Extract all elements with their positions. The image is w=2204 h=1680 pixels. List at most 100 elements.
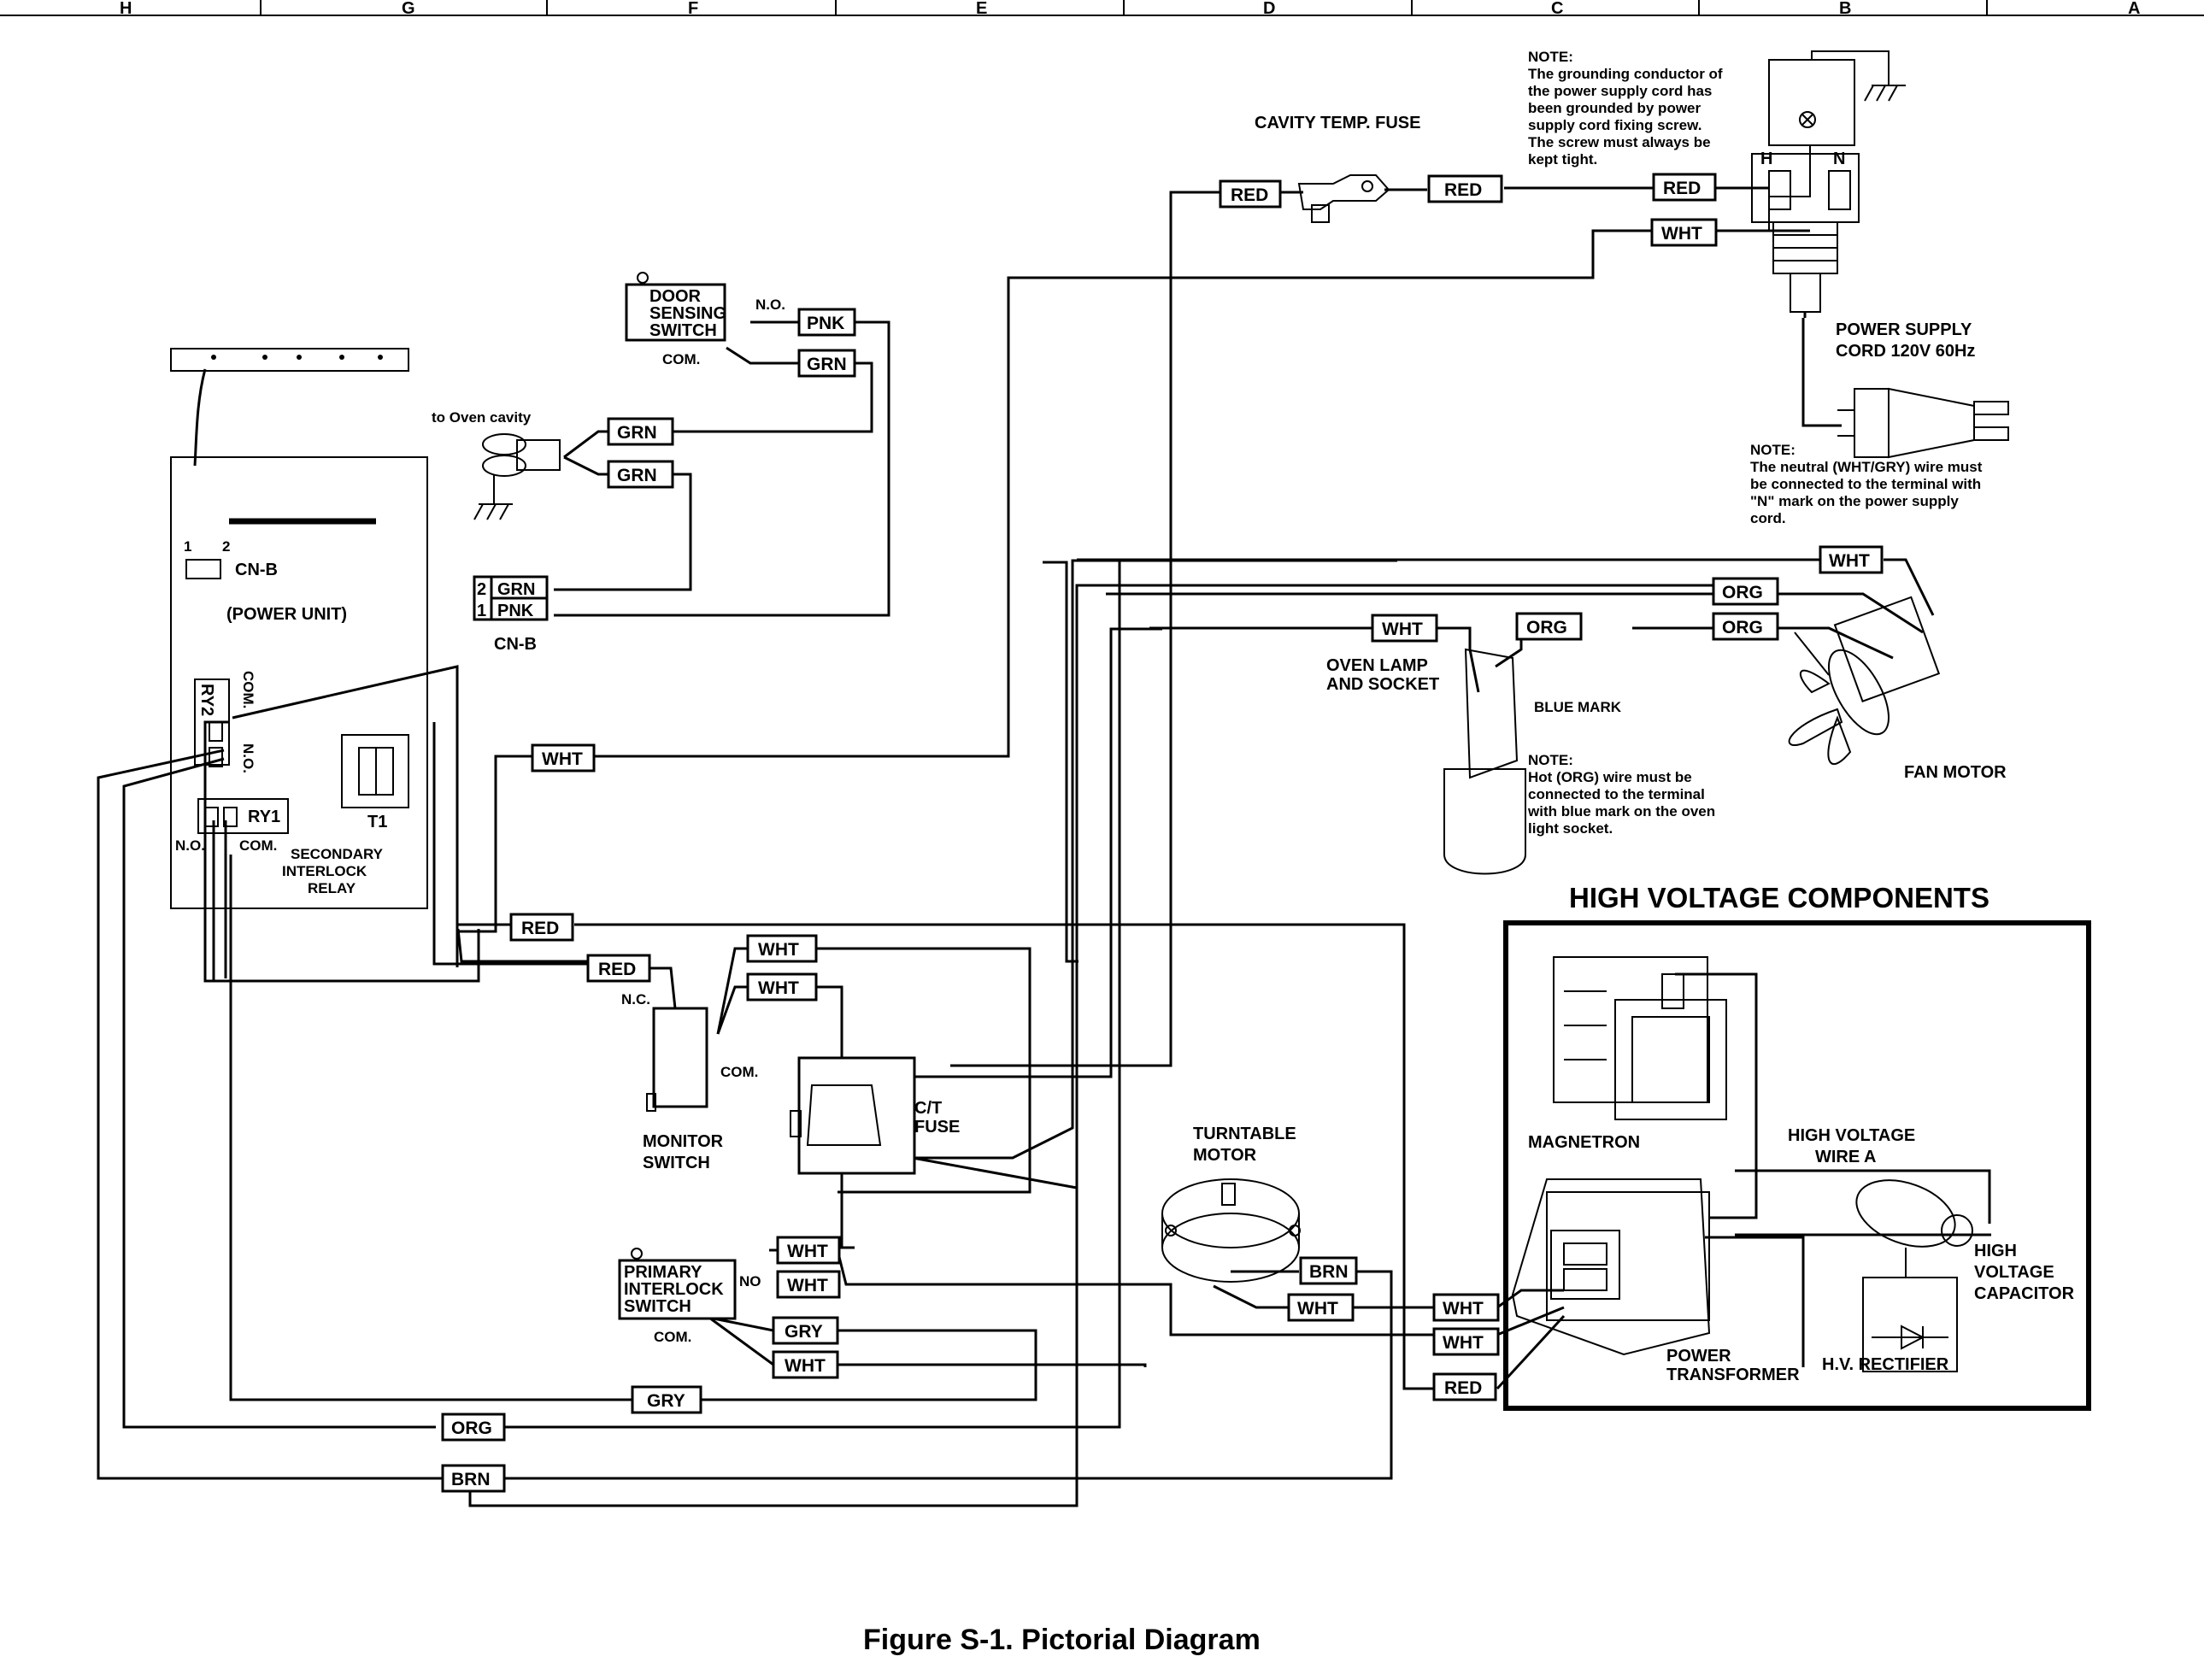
power-cord-n-mark: N [1833,150,1845,168]
figure-caption: Figure S-1. Pictorial Diagram [863,1624,1261,1656]
turntable-motor-label-1: TURNTABLE [1193,1125,1296,1143]
hv-capacitor-label-2: VOLTAGE [1974,1263,2054,1282]
note-neutral-line-1: NOTE: [1750,442,1796,458]
grid-letter-h: H [120,0,132,18]
blue-mark-label: BLUE MARK [1534,699,1622,715]
note-neutral: NOTE: The neutral (WHT/GRY) wire must be… [1750,442,1983,526]
wire-tag-grn-door: GRN [797,349,856,378]
wire-tag-wht-monitor-2: WHT [746,972,818,1002]
svg-text:ORG: ORG [451,1419,492,1438]
primary-switch-label-3: SWITCH [624,1297,691,1316]
note-grounding: NOTE: The grounding conductor of the pow… [1528,49,1723,167]
power-supply-cord-label-1: POWER SUPPLY [1836,320,1972,339]
door-switch-com: COM. [662,351,700,367]
wire-tag-red-monitor: RED [586,954,651,983]
secondary-relay-label-2: INTERLOCK [282,863,367,879]
power-unit: 1 2 CN-B (POWER UNIT) RY2 COM. N.O. T1 R… [170,348,428,909]
cavity-temp-fuse: CAVITY TEMP. FUSE [1255,114,1420,223]
high-voltage-title: HIGH VOLTAGE COMPONENTS [1569,882,1989,913]
svg-text:WHT: WHT [1443,1333,1484,1353]
oven-lamp-label-2: AND SOCKET [1326,675,1439,694]
wires [97,186,1935,1507]
note-neutral-line-3: be connected to the terminal with [1750,476,1981,492]
cn-b-pin1: 1 [184,538,191,555]
svg-text:WHT: WHT [758,940,799,960]
wire-tag-wht-top: WHT [1650,218,1718,247]
note-hot-line-5: light socket. [1528,820,1613,837]
grid-strip: H G F E D C B A [0,0,2204,18]
note-neutral-line-4: "N" mark on the power supply [1750,493,1959,509]
svg-text:RED: RED [1231,185,1268,205]
svg-text:RED: RED [521,919,559,938]
wire-tag-wht-primary-1: WHT [776,1236,841,1265]
svg-text:WHT: WHT [785,1356,826,1376]
ry2-no: N.O. [240,743,256,773]
primary-switch-label-1: PRIMARY [624,1263,702,1282]
magnetron: MAGNETRON [1528,956,1727,1152]
wire-tag-brn-turntable: BRN [1299,1256,1358,1285]
svg-text:RED: RED [1663,179,1701,198]
note-hot-line-3: connected to the terminal [1528,786,1705,802]
power-cord-h-mark: H [1760,150,1772,168]
svg-text:WHT: WHT [758,978,799,998]
wire-tag-red-3: RED [1652,173,1717,202]
wire-tags: RED RED RED WHT PNK GRN GRN GRN WHT RED … [441,173,1884,1493]
hv-wire-label-2: WIRE A [1815,1148,1876,1166]
wire-tag-pnk: PNK [797,308,856,337]
ct-fuse-label-2: FUSE [914,1118,960,1137]
primary-switch-label-2: INTERLOCK [624,1280,724,1299]
svg-text:RED: RED [1444,180,1482,200]
note-grounding-line-5: supply cord fixing screw. [1528,117,1701,133]
door-sensing-switch: DOOR SENSING SWITCH N.O. COM. [625,272,785,367]
svg-text:PNK: PNK [807,314,844,333]
ry1-com: COM. [239,837,277,854]
note-hot-line-4: with blue mark on the oven [1527,803,1715,819]
grid-letter-d: D [1263,0,1275,18]
svg-text:BRN: BRN [451,1470,491,1489]
fan-motor: FAN MOTOR [1788,596,2007,782]
to-oven-cavity-label: to Oven cavity [432,409,532,426]
primary-switch-no: NO [739,1273,761,1289]
note-neutral-line-5: cord. [1750,510,1786,526]
primary-interlock-switch: PRIMARY INTERLOCK SWITCH NO COM. [618,1248,761,1345]
monitor-switch-label-2: SWITCH [643,1154,710,1172]
high-voltage-components: HIGH VOLTAGE COMPONENTS MAGNETRON HIGH V… [1503,882,2091,1411]
secondary-relay-label-3: RELAY [308,880,356,896]
wire-tag-wht-hv-1: WHT [1432,1293,1500,1322]
note-neutral-line-2: The neutral (WHT/GRY) wire must [1750,459,1983,475]
cn-b-pnk: PNK [497,602,534,620]
magnetron-label: MAGNETRON [1528,1133,1640,1152]
wire-tag-wht-primary-3: WHT [772,1350,839,1379]
door-switch-label-3: SWITCH [649,321,717,340]
wire-tag-wht-fan: WHT [1819,545,1884,574]
note-grounding-line-4: been grounded by power [1528,100,1701,116]
wire-tag-wht-turntable: WHT [1287,1293,1355,1322]
cn-b-num-1: 1 [477,602,486,620]
cn-b-connector-label: CN-B [494,635,537,654]
power-supply-cord: H N POWER SUPPLY CORD 120V 60Hz [1751,50,2009,459]
cn-b-connector: 2 1 GRN PNK CN-B [473,575,549,654]
grid-letter-a: A [2128,0,2140,18]
svg-text:WHT: WHT [542,749,583,769]
note-grounding-line-3: the power supply cord has [1528,83,1712,99]
ry2-label: RY2 [197,684,216,716]
wire-tag-wht-monitor-1: WHT [746,934,818,963]
svg-text:GRY: GRY [647,1391,685,1411]
secondary-relay-label-1: SECONDARY [291,846,384,862]
ry1-label: RY1 [248,808,280,826]
svg-text:WHT: WHT [787,1276,828,1295]
wire-tag-red-power-unit: RED [509,913,574,942]
note-grounding-line-2: The grounding conductor of [1528,66,1723,82]
cn-b-grn: GRN [497,580,535,599]
door-switch-label-1: DOOR [649,287,702,306]
power-transformer: POWER TRANSFORMER [1511,1178,1800,1384]
wire-tag-red-2: RED [1427,174,1503,203]
note-hot-line-1: NOTE: [1528,752,1573,768]
grid-letter-e: E [976,0,987,18]
ry1-no: N.O. [175,837,205,854]
transformer-label-1: POWER [1666,1347,1731,1366]
svg-text:RED: RED [598,960,636,979]
grid-letter-f: F [688,0,698,18]
note-grounding-line-7: kept tight. [1528,151,1597,167]
wire-tag-org-lamp: ORG [1515,612,1583,641]
